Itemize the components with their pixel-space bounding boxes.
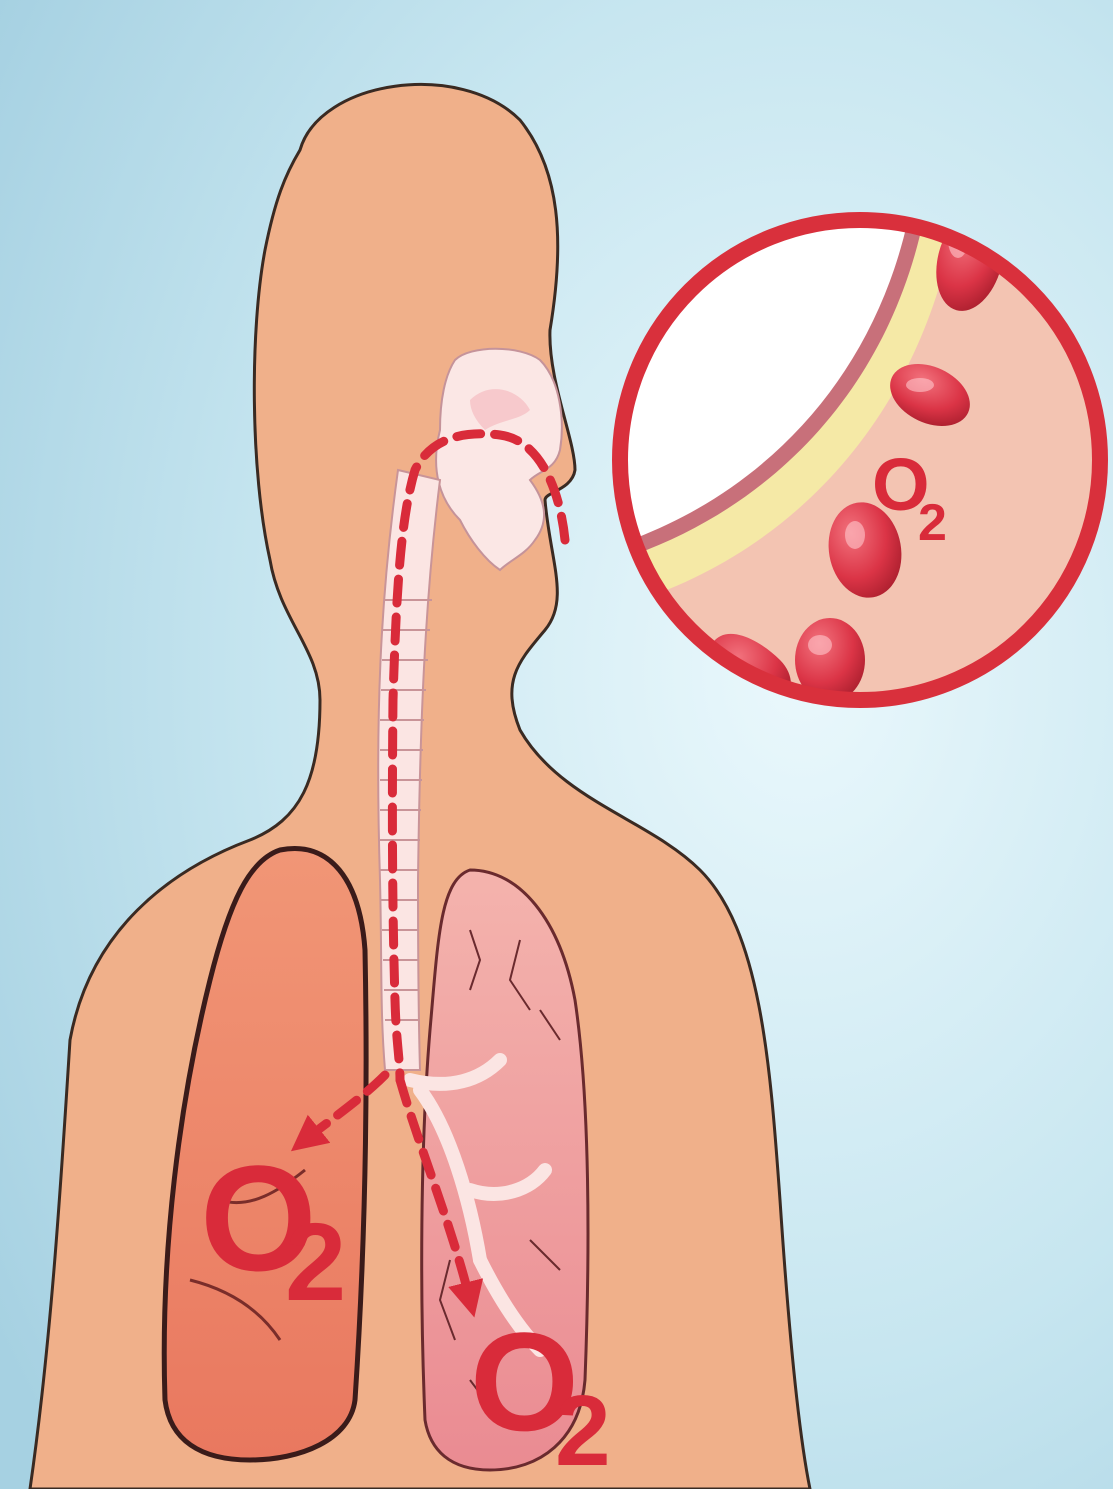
o2-subscript: 2 (555, 1375, 611, 1487)
o2-subscript: 2 (918, 494, 947, 552)
o2-subscript: 2 (285, 1201, 346, 1324)
